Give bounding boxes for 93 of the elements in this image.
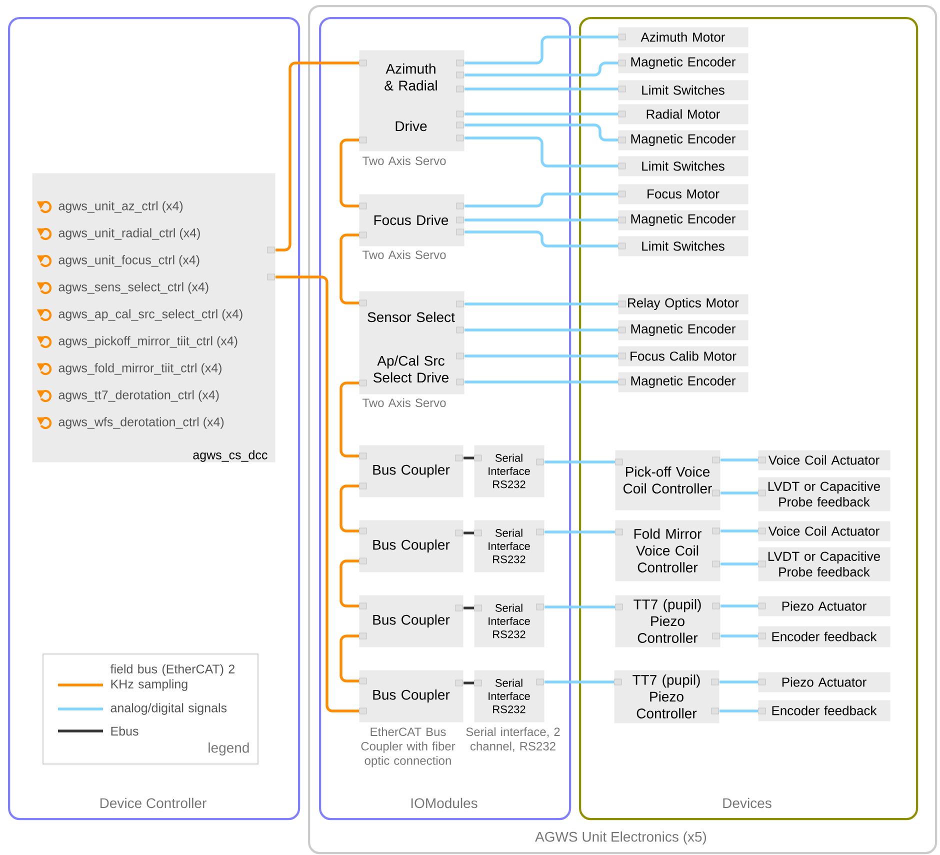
connector: [544, 460, 615, 464]
connector: [464, 36, 618, 64]
device-box: Piezo Actuator: [758, 596, 890, 616]
device-box: Limit Switches: [618, 80, 748, 100]
serial-interface-box: Serial Interface RS232: [474, 595, 544, 648]
connector: [720, 634, 758, 638]
device-box: Encoder feedback: [758, 626, 890, 648]
controller-box: TT7 (pupil) Piezo Controller: [614, 670, 720, 724]
bus-coupler-box: Bus Coupler: [359, 670, 464, 722]
node-label: agws_unit_az_ctrl (x4): [58, 201, 183, 213]
connector: [340, 634, 359, 682]
connector: [276, 276, 359, 712]
controller-box: TT7 (pupil) Piezo Controller: [615, 595, 720, 648]
legend-text: analog/digital signals: [110, 703, 227, 715]
device-box: Azimuth Motor: [618, 27, 748, 48]
device-box: Encoder feedback: [758, 700, 890, 722]
serial-interface-box: Serial Interface RS232: [474, 520, 544, 572]
connector: [720, 492, 758, 494]
component-box: agws_unit_az_ctrl (x4) agws_unit_radial_ctrl (x4) agws_unit_focus_ctrl (x4) agws_sens_select_ctrl (x4) agws_ap_cal_src_select_ctrl (x4) agws_pickoff_mirror_tiit_ctrl (x4) agws_fold_mirror_tiit_ctrl (x4) agws_tt7_derotation_ctrl (x4) agws_wfs_derotation_ctrl (x4) agws_cs_dcc: [32, 173, 276, 462]
caption-text: EtherCAT Bus Coupler with fiber optic connection: [361, 727, 456, 768]
drive-box: Focus Drive: [359, 194, 464, 246]
drive-box: Sensor Select Ap/Cal Src Select Drive: [359, 291, 464, 394]
connector: [340, 138, 359, 208]
connector: [720, 458, 758, 462]
connector: [464, 354, 618, 358]
connector: [340, 234, 359, 304]
connector: [544, 606, 615, 608]
connector: [340, 484, 359, 532]
node-label: agws_wfs_derotation_ctrl (x4): [58, 417, 224, 429]
legend-text: field bus (EtherCAT) 2 KHz sampling: [110, 664, 234, 691]
controller-box: Pick-off Voice Coil Controller: [615, 450, 720, 510]
node-label: agws_cs_dcc: [193, 450, 268, 462]
bus-coupler-box: Bus Coupler: [359, 520, 464, 572]
device-box: Magnetic Encoder: [618, 320, 748, 340]
caption-text: Two Axis Servo: [362, 398, 446, 408]
node-label: agws_unit_radial_ctrl (x4): [58, 228, 200, 240]
legend-text: Ebus: [111, 726, 138, 736]
connector: [464, 456, 474, 460]
connector: [464, 328, 618, 332]
connector: [464, 380, 618, 384]
device-box: Magnetic Encoder: [618, 210, 748, 230]
connector: [340, 382, 359, 458]
bus-coupler-box: Bus Coupler: [359, 595, 464, 648]
device-box: Focus Motor: [618, 184, 748, 204]
device-box: Magnetic Encoder: [618, 53, 748, 74]
device-box: Focus Calib Motor: [618, 346, 748, 366]
connector: [544, 680, 614, 684]
serial-interface-box: Serial Interface RS232: [474, 445, 544, 498]
connector: [720, 710, 758, 712]
connector: [720, 562, 758, 566]
connector: [720, 680, 758, 684]
device-box: Voice Coil Actuator: [758, 450, 890, 470]
connector: [464, 112, 618, 116]
legend-title: legend: [208, 742, 249, 756]
connector: [464, 532, 474, 534]
drive-box: Azimuth & Radial Drive: [359, 50, 464, 152]
device-box: Limit Switches: [618, 236, 748, 256]
connector: [464, 230, 618, 248]
connector: [464, 218, 618, 222]
device-box: LVDT or Capacitive Probe feedback: [758, 547, 890, 582]
node-label: agws_unit_focus_ctrl (x4): [58, 255, 200, 267]
connector: [464, 88, 618, 90]
device-box: Limit Switches: [618, 156, 748, 176]
connector: [720, 530, 758, 532]
connector: [464, 682, 474, 684]
connector: [464, 302, 618, 306]
node-label: agws_ap_cal_src_select_ctrl (x4): [58, 309, 242, 321]
node-label: agws_fold_mirror_tiit_ctrl (x4): [58, 363, 222, 375]
device-box: Radial Motor: [618, 104, 748, 124]
connector: [340, 560, 359, 608]
controller-box: Fold Mirror Voice Coil Controller: [615, 520, 720, 582]
device-box: Magnetic Encoder: [618, 372, 748, 392]
caption-text: Two Axis Servo: [362, 250, 446, 260]
device-box: Piezo Actuator: [758, 672, 890, 692]
connector: [464, 124, 618, 142]
device-box: Magnetic Encoder: [618, 130, 748, 150]
caption-text: Serial interface, 2 channel, RS232: [466, 727, 560, 752]
device-box: Relay Optics Motor: [618, 294, 748, 314]
device-box: Voice Coil Actuator: [758, 521, 890, 542]
connector: [276, 62, 359, 252]
caption-text: Two Axis Servo: [362, 156, 446, 166]
connector: [464, 192, 618, 208]
serial-interface-box: Serial Interface RS232: [474, 670, 544, 722]
node-label: agws_pickoff_mirror_tiit_ctrl (x4): [58, 336, 238, 348]
connector: [464, 62, 618, 76]
connector: [720, 604, 758, 608]
device-box: LVDT or Capacitive Probe feedback: [758, 477, 890, 512]
connector: [464, 136, 618, 168]
bus-coupler-box: Bus Coupler: [359, 445, 464, 498]
node-label: agws_tt7_derotation_ctrl (x4): [58, 390, 219, 402]
node-label: agws_sens_select_ctrl (x4): [58, 282, 208, 294]
connector: [464, 606, 474, 610]
connector: [544, 530, 615, 534]
